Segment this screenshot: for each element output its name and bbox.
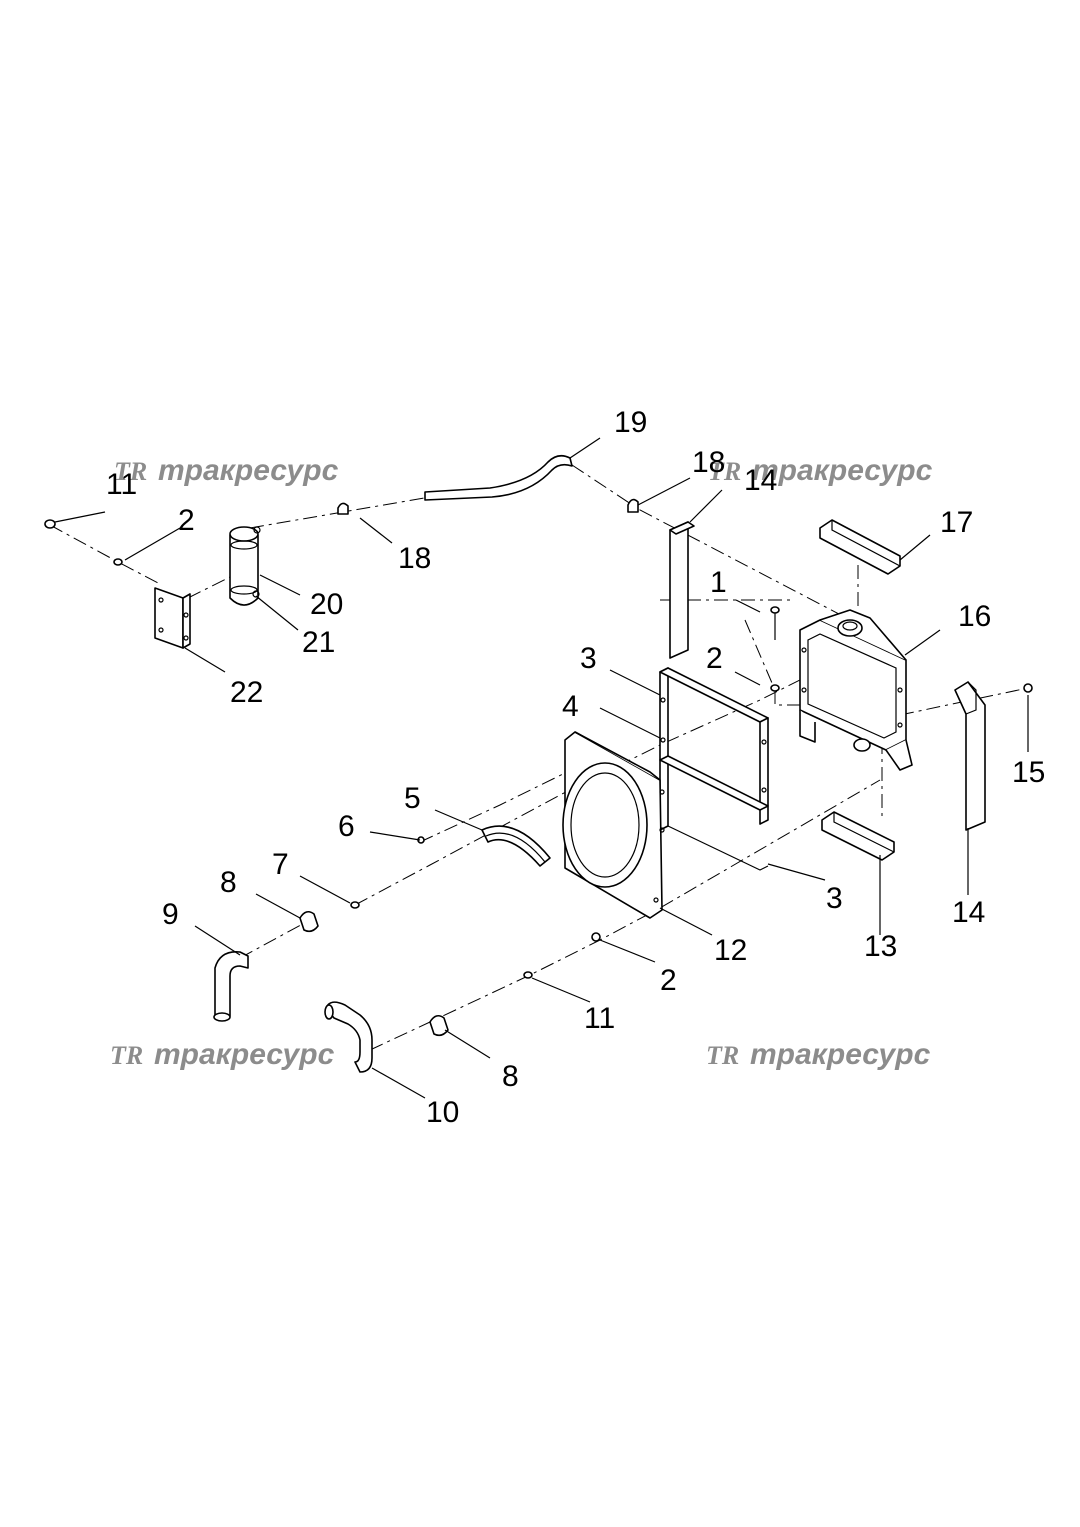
watermark-text: тракресурс [750,1038,931,1071]
seal-strip-13 [821,811,895,861]
callout-12: 12 [714,934,747,967]
callout-5: 5 [404,782,421,815]
leader-lines [54,437,1029,1099]
hose-clamp-8-right [429,1014,449,1037]
seal-block-17 [819,519,901,575]
fan-shroud-12 [562,731,665,919]
callout-7: 7 [272,848,289,881]
watermark-logo: TR [708,457,741,486]
callout-8-right: 8 [502,1060,519,1093]
expansion-tank-20 [229,526,261,606]
watermark-top-right: TR тракресурс [708,454,933,487]
watermark-logo: TR [110,1041,143,1070]
hose-clamp-8-left [299,910,319,933]
callout-15: 15 [1012,756,1045,789]
callout-4: 4 [562,690,579,723]
hose-10 [324,1001,373,1073]
callout-17: 17 [940,506,973,539]
callout-13: 13 [864,930,897,963]
watermark-text: тракресурс [752,454,933,487]
callout-21: 21 [302,626,335,659]
watermark-text: тракресурс [154,1038,335,1071]
callout-9: 9 [162,898,179,931]
hose-clamp-18-left [337,502,349,515]
watermark-logo: TR [114,457,147,486]
watermark-top-left: TR тракресурс [114,454,339,487]
callout-2-top: 2 [178,504,195,537]
bolt-11-top [44,519,56,529]
radiator-16 [799,609,913,771]
watermark-bottom-right: TR тракресурс [706,1038,931,1071]
shroud-ring-5 [481,825,551,867]
callout-20: 20 [310,588,343,621]
shroud-frame-4 [659,667,769,871]
callout-1: 1 [710,566,727,599]
callout-18-right: 18 [692,446,725,479]
washer-2-lower [591,932,601,942]
callout-3-upper: 3 [580,642,597,675]
nut-15 [1023,683,1033,693]
callout-10: 10 [426,1096,459,1129]
screw-7 [350,901,360,909]
hose-9 [213,951,249,1022]
washer-2-top [113,558,123,566]
callout-19: 19 [614,406,647,439]
callout-22: 22 [230,676,263,709]
bolt-1 [770,606,780,640]
callout-11-lower: 11 [584,1002,615,1035]
bolt-11-lower [523,971,533,979]
callout-16: 16 [958,600,991,633]
watermark-bottom-left: TR тракресурс [110,1038,335,1071]
watermark-text: тракресурс [158,454,339,487]
callout-3-lower: 3 [826,882,843,915]
callout-14-lower: 14 [952,896,985,929]
seal-strip-14-right [954,681,986,831]
callout-8-left: 8 [220,866,237,899]
callout-labels: 19 18 14 11 2 18 17 1 20 16 21 3 2 22 4 … [106,406,1045,1129]
callout-18-left: 18 [398,542,431,575]
hose-clamp-18-right [627,498,639,513]
callout-2-lower: 2 [660,964,677,997]
callout-14-upper: 14 [744,464,777,497]
callout-6: 6 [338,810,355,843]
hose-19 [424,454,573,501]
watermark-logo: TR [706,1041,739,1070]
washer-2-mid [770,684,780,692]
bracket-22 [154,587,191,649]
seal-strip-14-upper [669,521,695,659]
callout-2-mid: 2 [706,642,723,675]
callout-11-top: 11 [106,468,137,501]
